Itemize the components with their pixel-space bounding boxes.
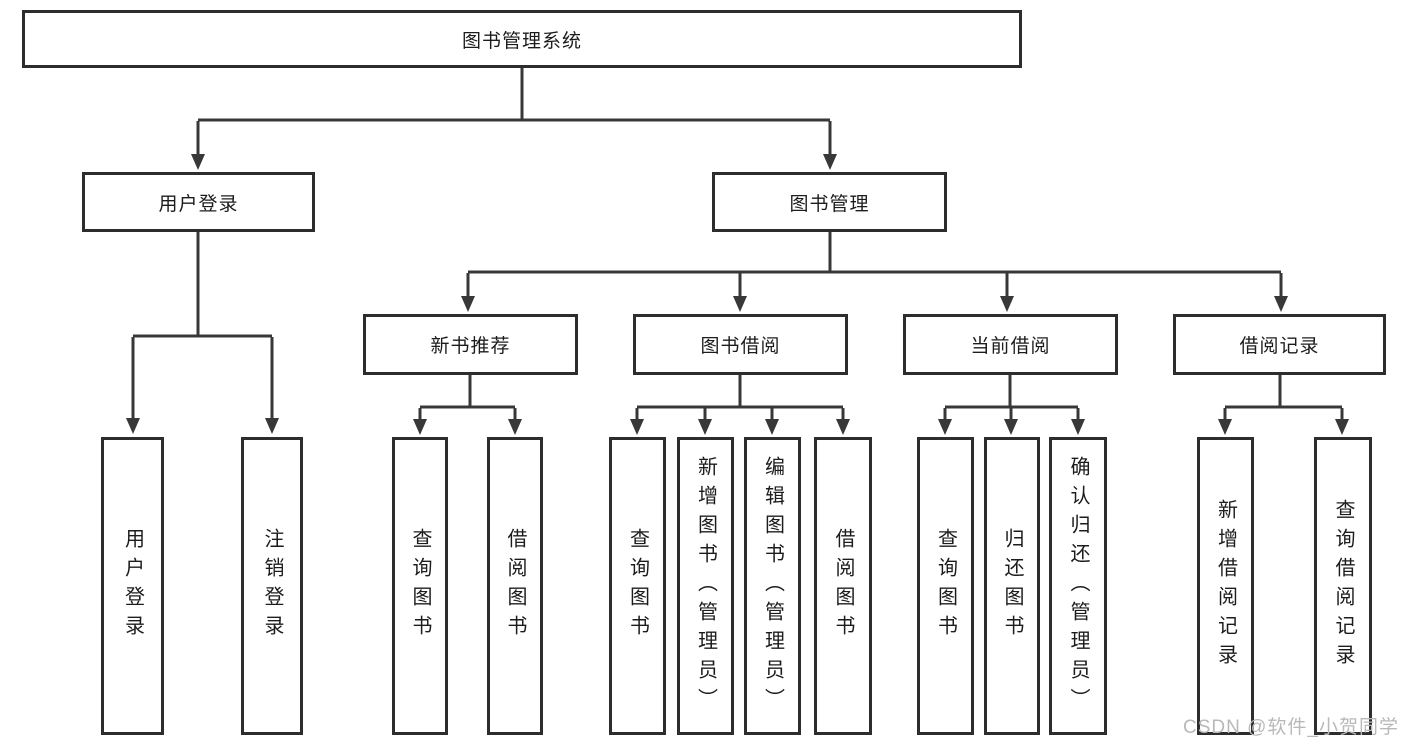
leaf-borrow-query-books: 查询图书 — [609, 437, 666, 735]
node-root-library-system: 图书管理系统 — [22, 10, 1022, 68]
leaf-borrow-book: 借阅图书 — [814, 437, 872, 735]
leaf-query-borrow-record: 查询借阅记录 — [1314, 437, 1372, 735]
node-new-book-recommend: 新书推荐 — [363, 314, 578, 375]
node-borrowing-records: 借阅记录 — [1173, 314, 1386, 375]
leaf-current-query-books: 查询图书 — [917, 437, 974, 735]
node-book-management: 图书管理 — [712, 172, 947, 232]
leaf-add-borrow-record: 新增借阅记录 — [1197, 437, 1254, 735]
node-user-login: 用户登录 — [82, 172, 315, 232]
csdn-watermark: CSDN @软件_小贺同学 — [1183, 717, 1399, 738]
leaf-edit-book-admin: 编辑图书（管理员） — [744, 437, 801, 735]
leaf-return-book: 归还图书 — [984, 437, 1040, 735]
leaf-add-book-admin: 新增图书（管理员） — [677, 437, 734, 735]
leaf-logout: 注销登录 — [241, 437, 303, 735]
leaf-user-login: 用户登录 — [101, 437, 164, 735]
node-current-borrowing: 当前借阅 — [903, 314, 1118, 375]
leaf-newbook-borrow-books: 借阅图书 — [487, 437, 543, 735]
leaf-confirm-return-admin: 确认归还（管理员） — [1049, 437, 1107, 735]
node-book-borrowing: 图书借阅 — [633, 314, 848, 375]
leaf-newbook-query-books: 查询图书 — [392, 437, 448, 735]
